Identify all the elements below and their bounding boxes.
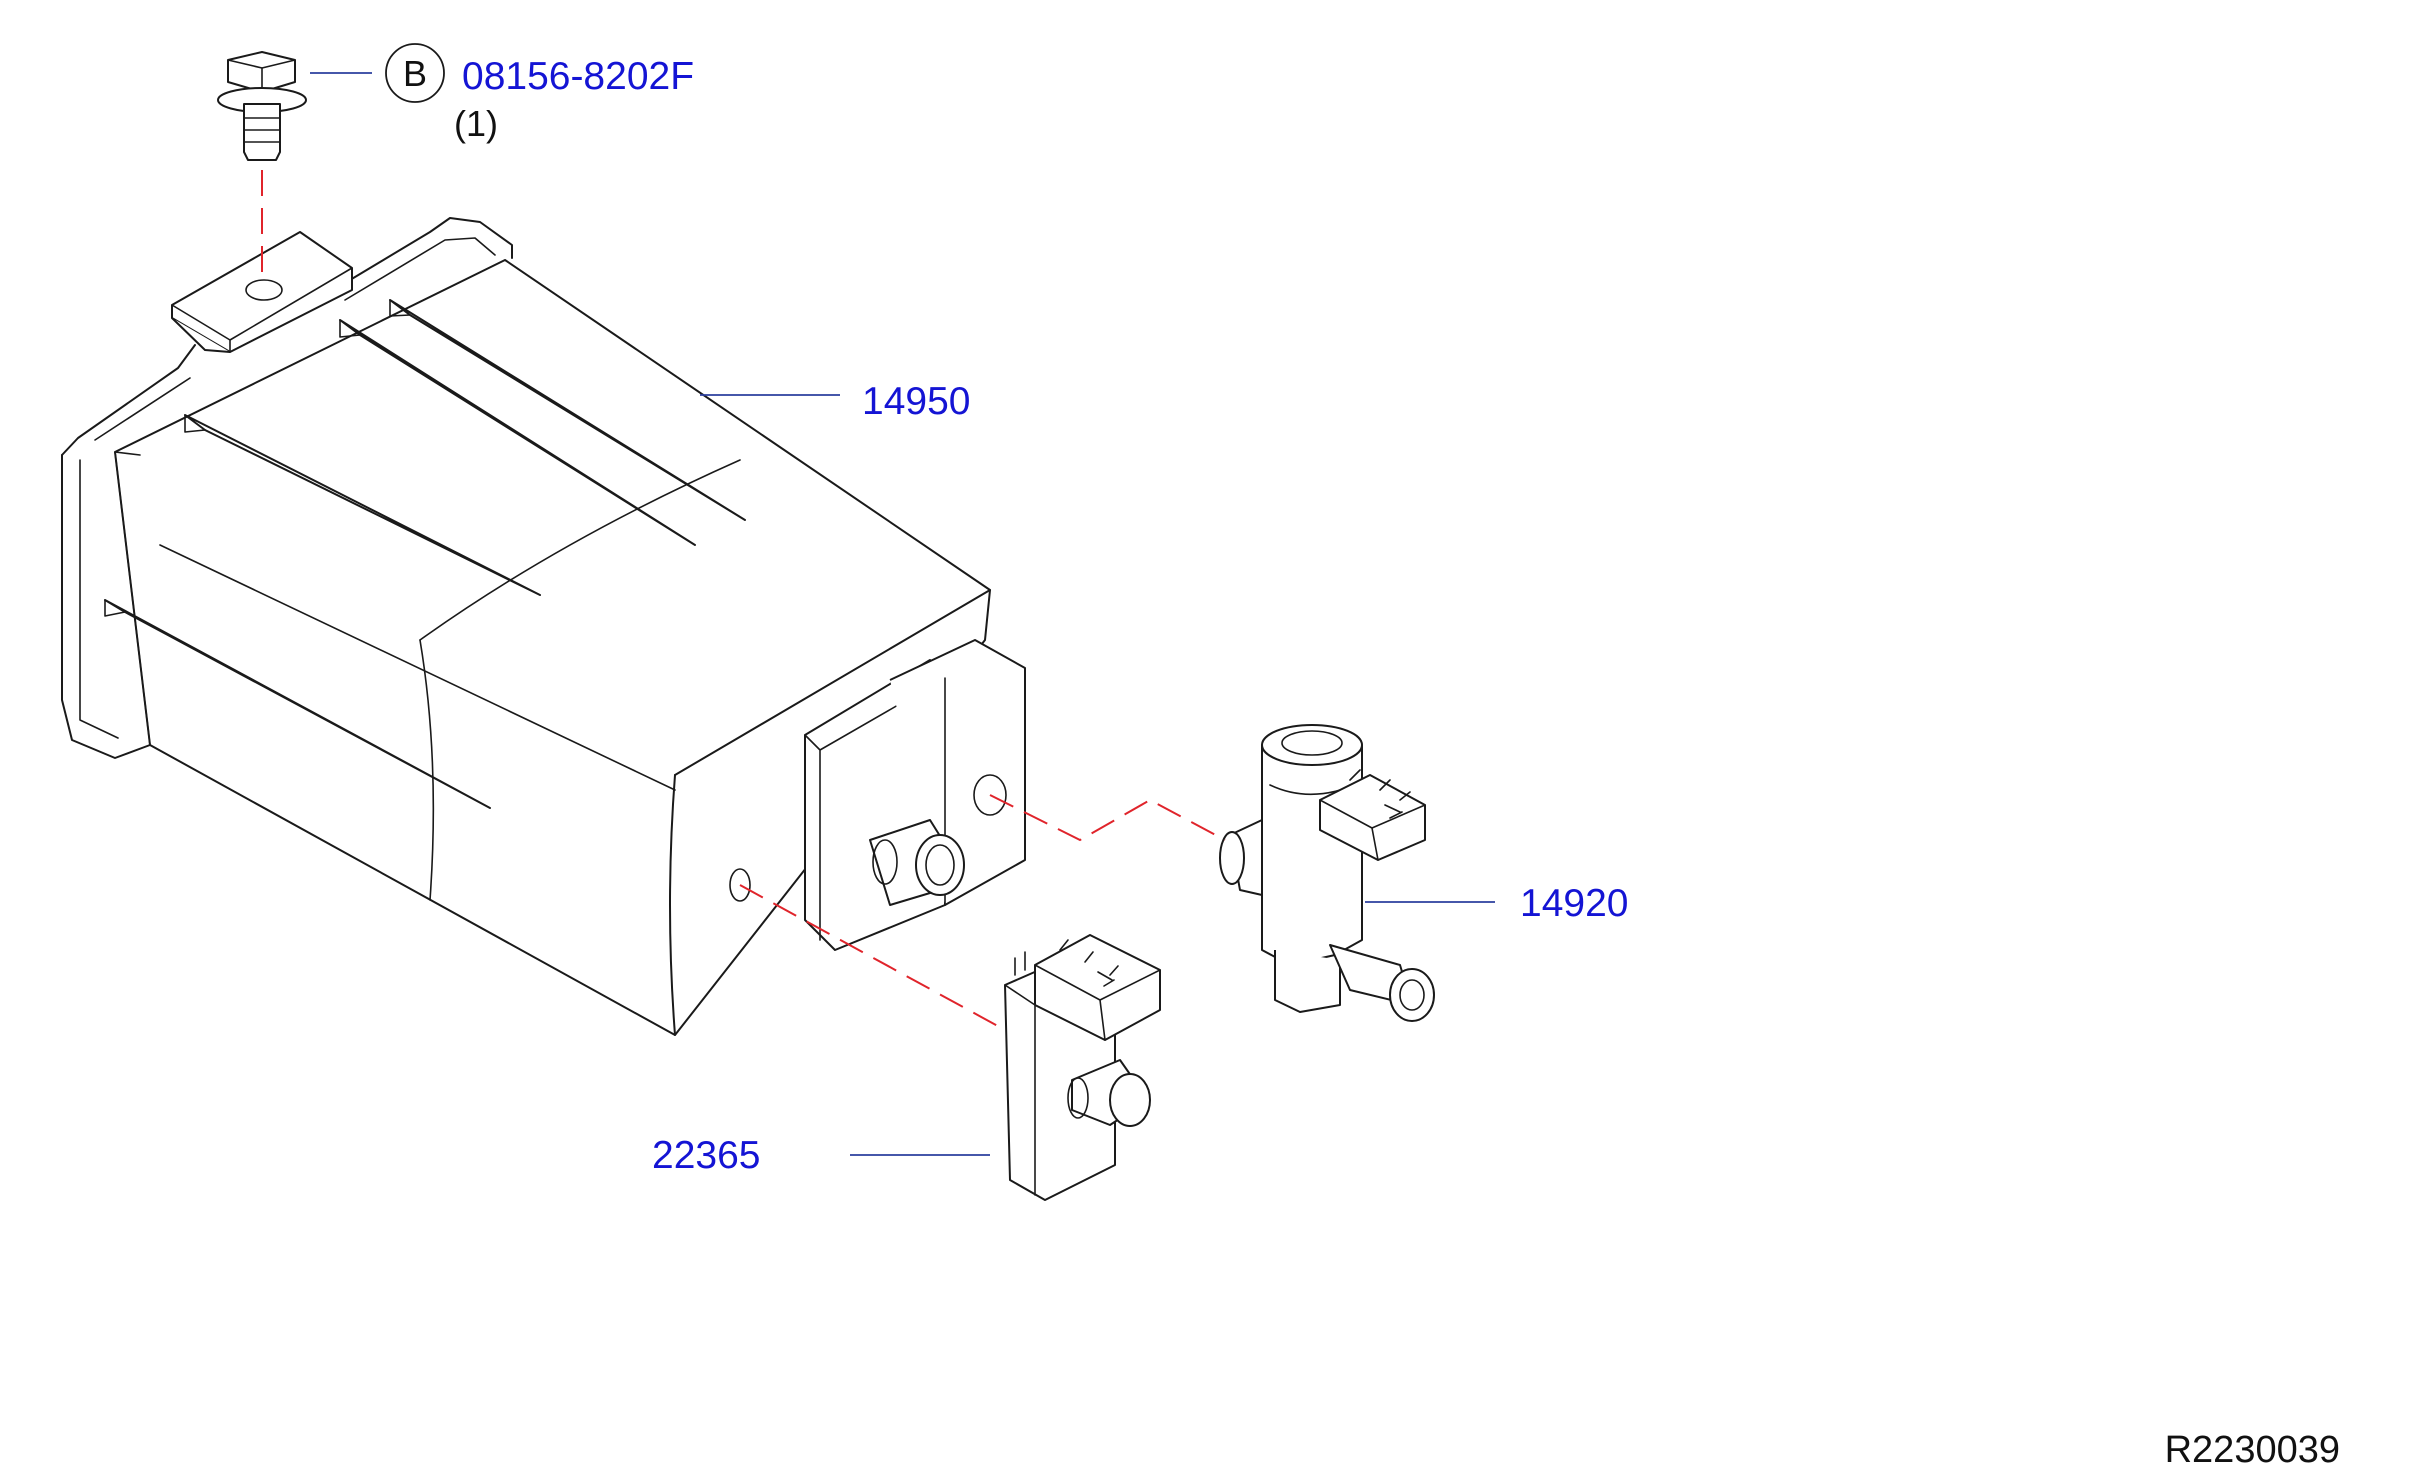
canister-drawing <box>61 217 1026 1036</box>
valve-drawing <box>1219 724 1435 1022</box>
valve-part-number[interactable]: 14920 <box>1520 882 1628 925</box>
callout-b-marker: B <box>403 53 427 94</box>
alignment-lines <box>261 170 1226 1031</box>
sensor-drawing <box>1004 934 1161 1201</box>
bolt-quantity: (1) <box>454 103 498 144</box>
bolt-part-number[interactable]: 08156-8202F <box>462 55 694 98</box>
canister-part-number[interactable]: 14950 <box>862 380 970 423</box>
callout-b-circle <box>385 43 445 103</box>
diagram-reference-code: R2230039 <box>2165 1429 2340 1471</box>
leader-lines <box>310 72 1495 1156</box>
sensor-part-number[interactable]: 22365 <box>652 1134 760 1177</box>
bolt-drawing <box>217 51 307 161</box>
